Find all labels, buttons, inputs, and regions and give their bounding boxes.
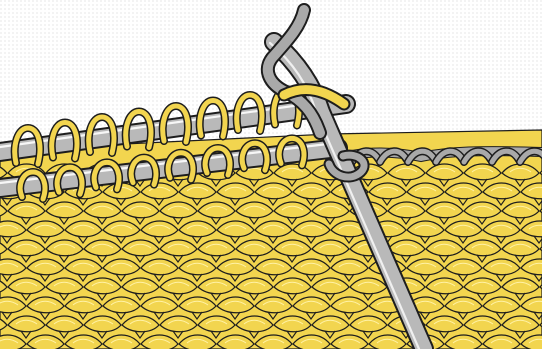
stitch-row: [0, 221, 542, 243]
stitch-row: [0, 335, 542, 349]
stitch-row: [0, 259, 542, 281]
stitch-row: [0, 297, 542, 319]
